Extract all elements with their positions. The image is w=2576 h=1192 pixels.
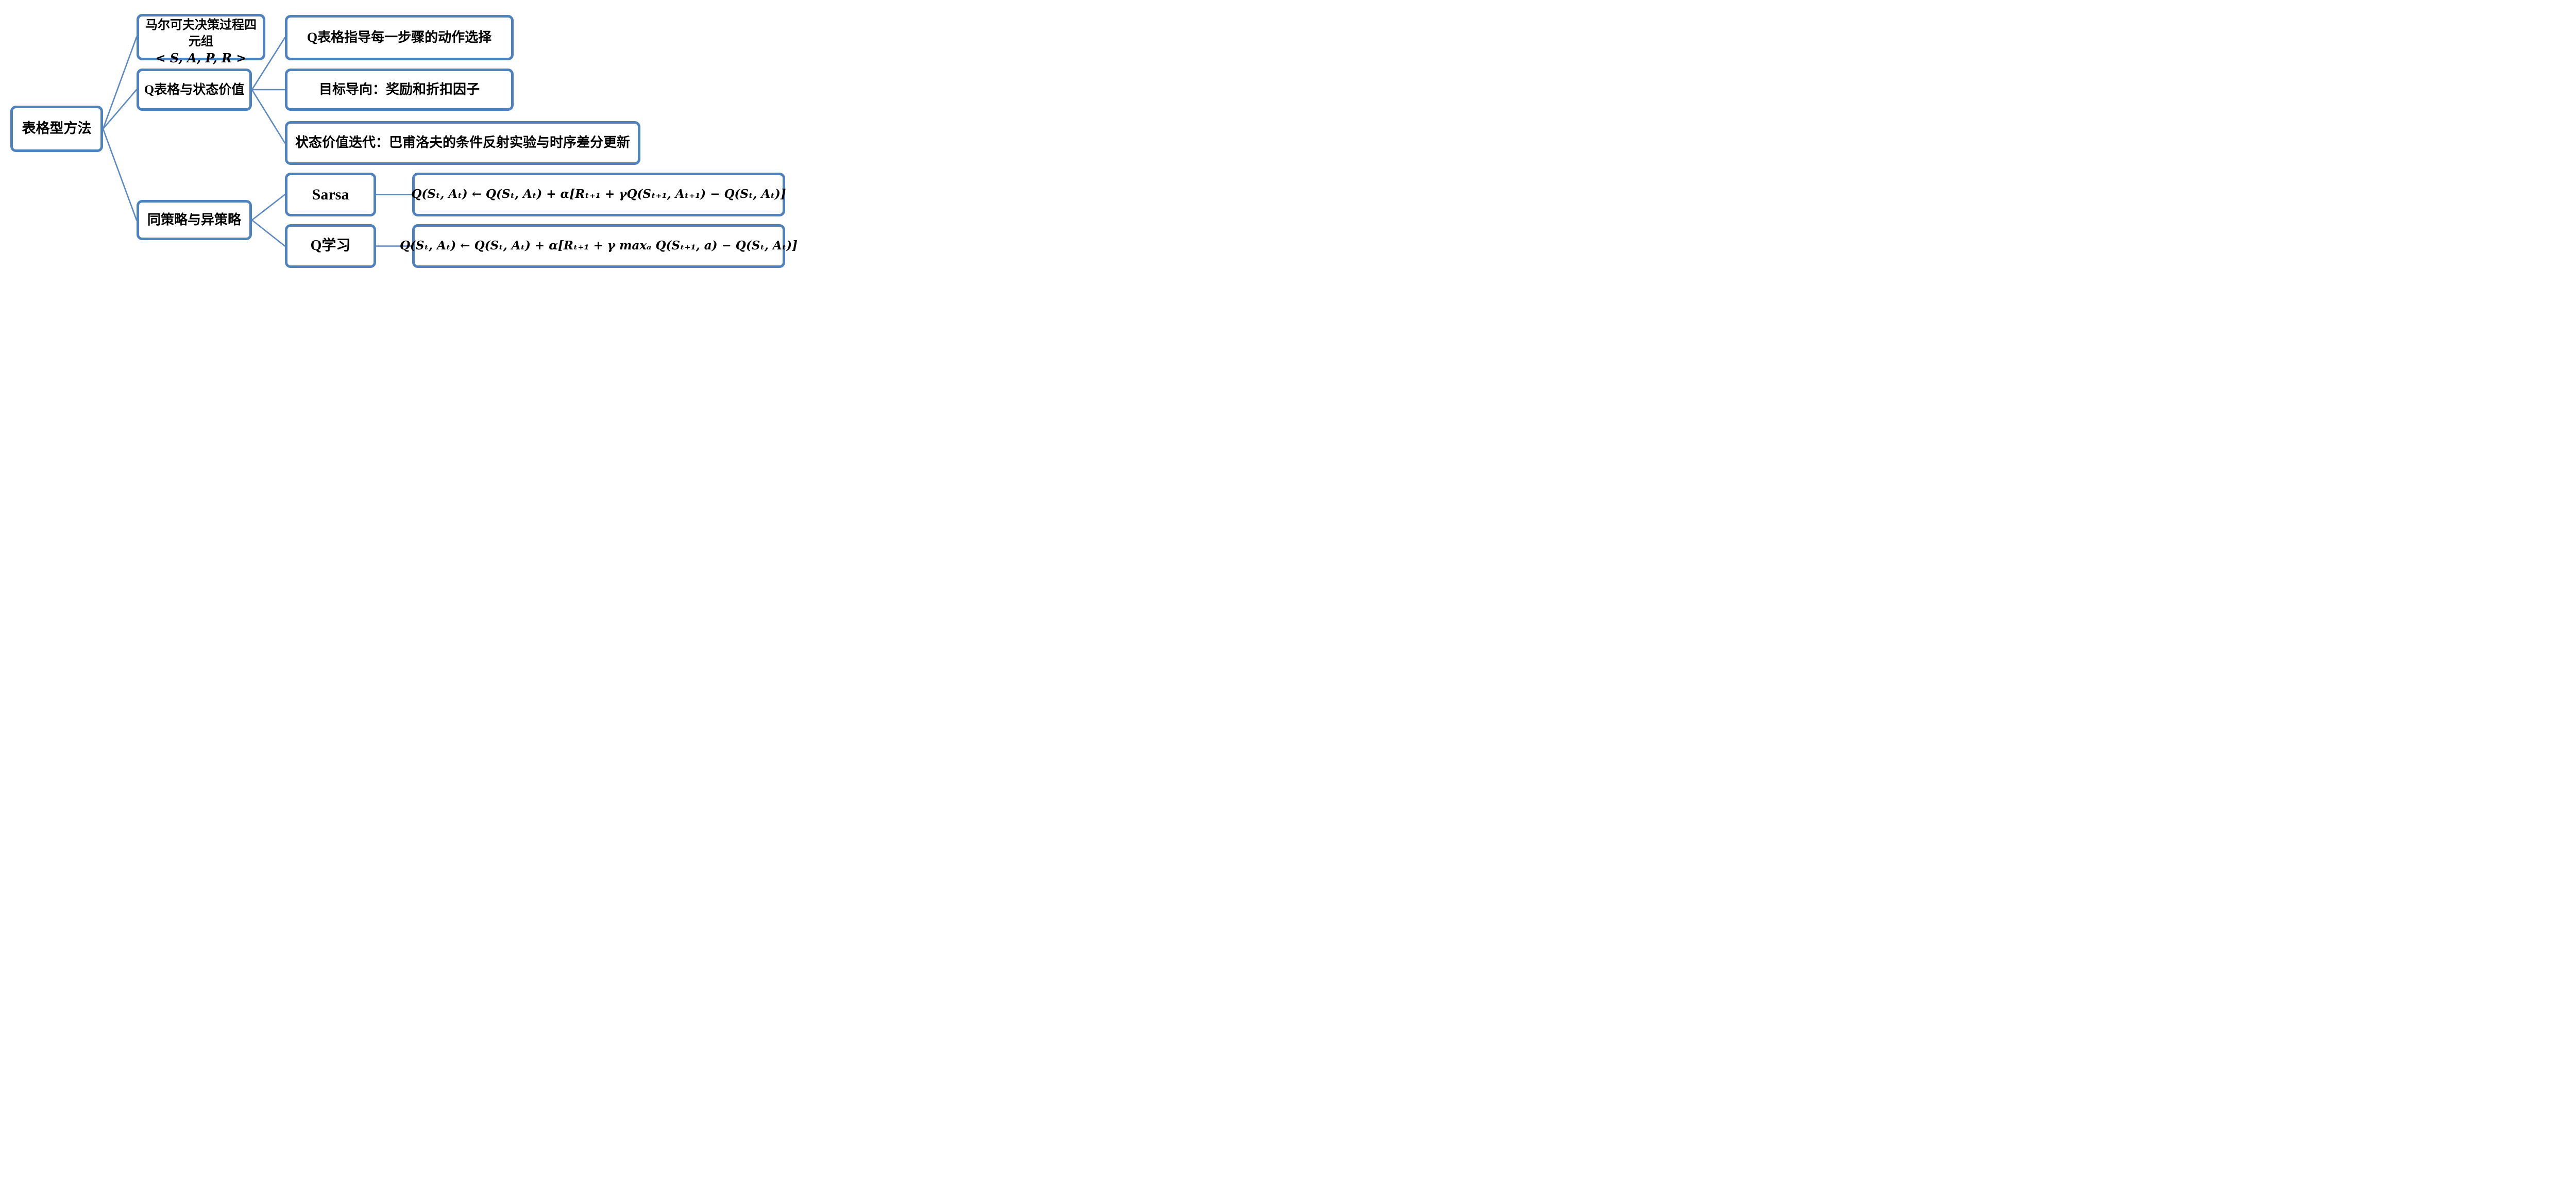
formula-text: Q(Sₜ, Aₜ) ← Q(Sₜ, Aₜ) + α[Rₜ₊₁ + γQ(Sₜ₊₁… <box>411 187 786 202</box>
node-label: 马尔可夫决策过程四元组 <box>145 19 257 48</box>
node-label: Q表格与状态价值 <box>144 82 245 97</box>
mindmap-diagram: 表格型方法 马尔可夫决策过程四元组 < S, A, P, R > Q表格与状态价值… <box>0 0 805 298</box>
node-mdp-tuple: 马尔可夫决策过程四元组 < S, A, P, R > <box>137 14 265 65</box>
node-label: 同策略与异策略 <box>147 212 241 227</box>
node-tabular-methods: 表格型方法 <box>10 106 103 152</box>
math-expression: < S, A, P, R > <box>155 51 247 66</box>
node-q-table-guides-actions: Q表格指导每一步骤的动作选择 <box>285 15 514 60</box>
node-sarsa-formula: Q(Sₜ, Aₜ) ← Q(Sₜ, Aₜ) + α[Rₜ₊₁ + γQ(Sₜ₊₁… <box>411 173 786 216</box>
node-label: 目标导向：奖励和折扣因子 <box>318 81 480 97</box>
node-on-policy-off-policy: 同策略与异策略 <box>137 200 252 240</box>
node-q-table-state-value: Q表格与状态价值 <box>137 69 252 111</box>
node-sarsa: Sarsa <box>285 173 376 216</box>
node-q-learning: Q学习 <box>285 224 376 268</box>
node-goal-oriented-reward-discount: 目标导向：奖励和折扣因子 <box>285 69 514 111</box>
node-label: Sarsa <box>312 186 349 203</box>
node-label: 状态价值迭代：巴甫洛夫的条件反射实验与时序差分更新 <box>295 135 630 150</box>
node-label: 表格型方法 <box>22 121 92 137</box>
node-label: Q表格指导每一步骤的动作选择 <box>307 29 492 45</box>
node-state-value-iteration: 状态价值迭代：巴甫洛夫的条件反射实验与时序差分更新 <box>285 121 640 165</box>
node-label: Q学习 <box>310 238 351 254</box>
formula-text: Q(Sₜ, Aₜ) ← Q(Sₜ, Aₜ) + α[Rₜ₊₁ + γ maxₐ … <box>399 239 798 253</box>
node-q-learning-formula: Q(Sₜ, Aₜ) ← Q(Sₜ, Aₜ) + α[Rₜ₊₁ + γ maxₐ … <box>400 224 798 268</box>
